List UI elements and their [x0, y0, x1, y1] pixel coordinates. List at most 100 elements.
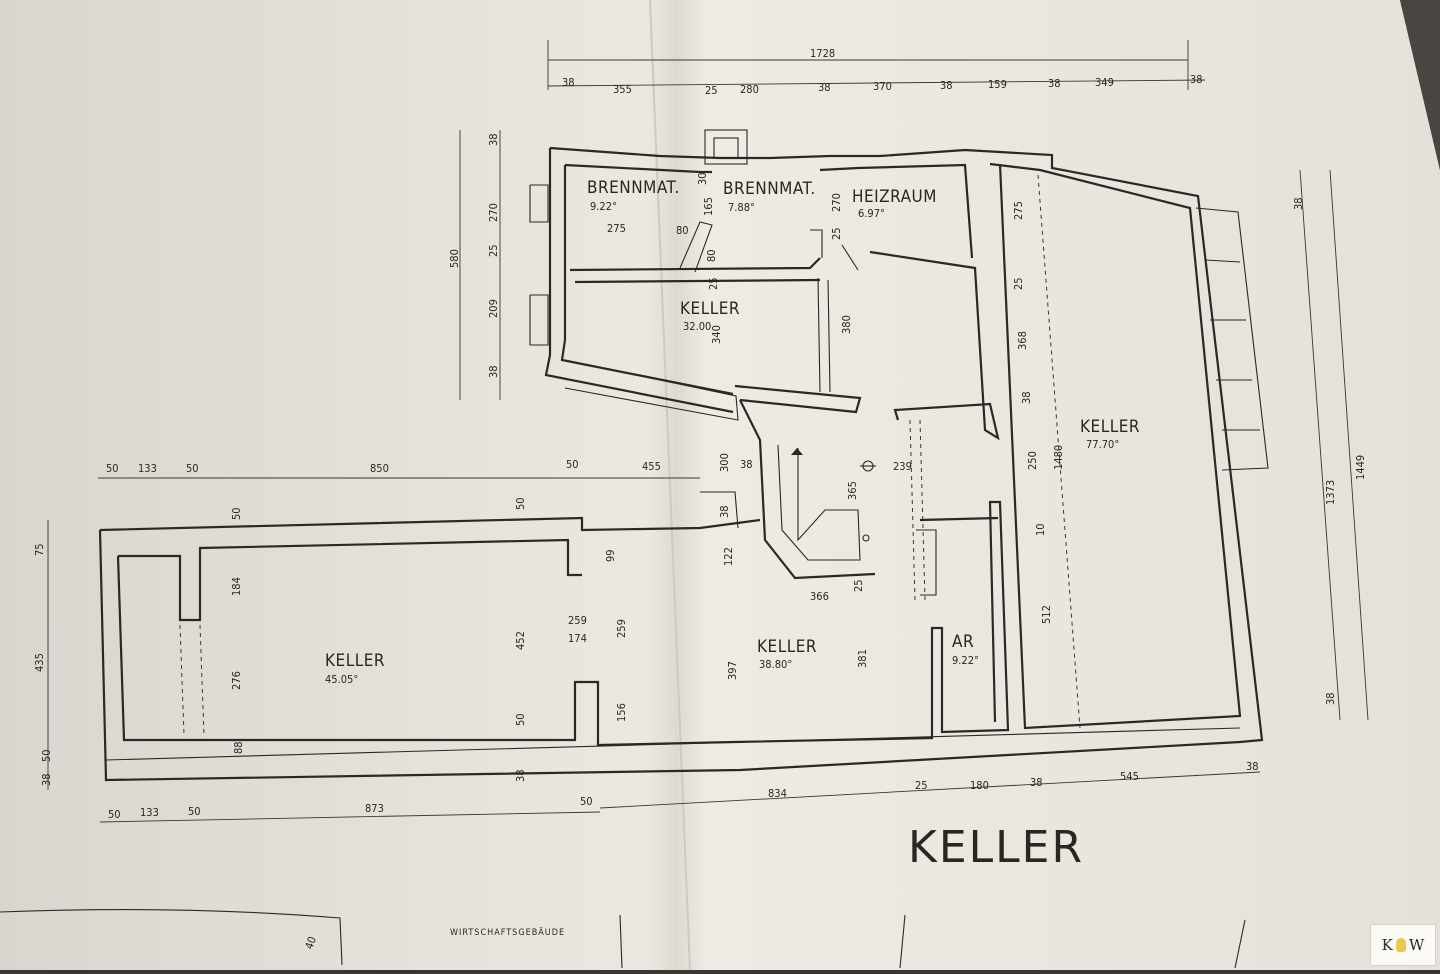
room-area-brennmat-2: 7.88° — [728, 201, 755, 214]
svg-text:184: 184 — [230, 577, 243, 596]
svg-text:275: 275 — [1012, 201, 1025, 220]
svg-text:25: 25 — [1012, 277, 1025, 290]
logo-letter-k: K — [1381, 936, 1393, 954]
svg-text:366: 366 — [810, 590, 829, 603]
svg-text:259: 259 — [615, 619, 628, 638]
svg-text:580: 580 — [448, 249, 461, 268]
dimension-chain-middle: 50 133 50 850 50 455 — [98, 458, 700, 479]
svg-text:50: 50 — [580, 795, 593, 808]
svg-text:50: 50 — [186, 462, 199, 475]
lightbulb-icon — [1395, 938, 1406, 952]
dimension-chain-left-upper: 38 270 25 209 38 580 — [448, 130, 501, 400]
room-area-brennmat-1: 9.22° — [590, 200, 617, 213]
svg-text:25: 25 — [852, 579, 865, 592]
plan-title: KELLER — [908, 822, 1084, 873]
room-name-brennmat-1: BRENNMAT. — [587, 178, 680, 198]
svg-text:259: 259 — [568, 614, 587, 627]
svg-text:368: 368 — [1016, 331, 1029, 350]
room-name-keller-center: KELLER — [680, 299, 740, 319]
svg-text:365: 365 — [846, 481, 859, 500]
svg-text:250: 250 — [1026, 451, 1039, 470]
footer-section: 40 WIRTSCHAFTSGEBÄUDE — [0, 909, 1246, 969]
dim-top-total: 1728 — [810, 47, 835, 60]
svg-text:180: 180 — [970, 779, 989, 792]
svg-text:50: 50 — [106, 462, 119, 475]
svg-text:80: 80 — [676, 224, 689, 237]
svg-text:873: 873 — [365, 802, 384, 815]
svg-text:50: 50 — [514, 713, 527, 726]
room-area-keller-lower: 38.80° — [759, 658, 792, 671]
svg-text:174: 174 — [568, 632, 587, 645]
room-name-heizraum: HEIZRAUM — [852, 187, 937, 207]
room-name-keller-left: KELLER — [325, 651, 385, 671]
dimension-chain-left-lower: 75 435 38 50 — [33, 520, 53, 790]
room-name-ar: AR — [952, 632, 974, 652]
dimension-chain-bottom: 50 133 50 873 50 834 25 180 38 545 38 — [99, 760, 1261, 823]
svg-text:452: 452 — [514, 631, 527, 650]
staircase — [739, 399, 876, 580]
svg-text:381: 381 — [856, 649, 869, 668]
svg-text:80: 80 — [705, 249, 718, 262]
svg-text:1480: 1480 — [1052, 445, 1065, 470]
dim-top-5: 38 — [818, 81, 831, 94]
svg-text:165: 165 — [702, 197, 715, 216]
svg-text:1373: 1373 — [1324, 480, 1337, 505]
paper-fold-line — [649, 0, 691, 971]
svg-text:850: 850 — [370, 462, 389, 475]
room-area-ar: 9.22° — [952, 654, 979, 667]
svg-text:455: 455 — [642, 460, 661, 473]
room-area-keller-right: 77.70° — [1086, 438, 1119, 451]
svg-text:50: 50 — [188, 805, 201, 818]
svg-text:834: 834 — [768, 787, 787, 800]
room-area-keller-left: 45.05° — [325, 673, 358, 686]
footer-dimension: 40 — [303, 935, 320, 951]
svg-text:275: 275 — [607, 222, 626, 235]
svg-text:38: 38 — [514, 769, 527, 782]
dim-top-9: 38 — [1048, 77, 1061, 90]
building-label: WIRTSCHAFTSGEBÄUDE — [450, 927, 565, 938]
svg-text:50: 50 — [514, 497, 527, 510]
inner-dimensions: 275 80 80 165 270 25 380 340 25 275 25 3… — [230, 172, 1065, 782]
svg-text:88: 88 — [232, 741, 245, 754]
dim-top-2: 355 — [613, 83, 632, 96]
dim-top-8: 159 — [988, 78, 1007, 91]
dim-top-7: 38 — [940, 79, 953, 92]
svg-text:435: 435 — [33, 653, 46, 672]
svg-text:38: 38 — [1324, 692, 1337, 705]
svg-text:276: 276 — [230, 671, 243, 690]
room-name-keller-lower: KELLER — [757, 637, 817, 657]
svg-text:10: 10 — [1034, 523, 1047, 536]
svg-text:239: 239 — [893, 460, 912, 473]
svg-text:300: 300 — [718, 453, 731, 472]
svg-text:25: 25 — [830, 227, 843, 240]
svg-text:99: 99 — [604, 549, 617, 562]
svg-text:38: 38 — [1292, 197, 1305, 210]
walls-upper-block — [529, 129, 1269, 744]
svg-text:380: 380 — [840, 315, 853, 334]
svg-text:50: 50 — [566, 458, 579, 471]
svg-text:50: 50 — [230, 507, 243, 520]
svg-text:38: 38 — [487, 365, 500, 378]
room-labels: BRENNMAT. 9.22° BRENNMAT. 7.88° HEIZRAUM… — [325, 178, 1140, 686]
svg-text:122: 122 — [722, 547, 735, 566]
dim-top-3: 25 — [705, 84, 718, 97]
svg-text:50: 50 — [108, 808, 121, 821]
svg-text:38: 38 — [718, 505, 731, 518]
walls-lower-block — [98, 491, 1241, 782]
svg-text:38: 38 — [740, 458, 753, 471]
svg-text:25: 25 — [707, 277, 720, 290]
dim-top-6: 370 — [873, 80, 892, 93]
svg-text:133: 133 — [140, 806, 159, 819]
svg-text:209: 209 — [487, 299, 500, 318]
svg-text:270: 270 — [830, 193, 843, 212]
svg-text:38: 38 — [1030, 776, 1043, 789]
svg-text:512: 512 — [1040, 605, 1053, 624]
svg-text:397: 397 — [726, 661, 739, 680]
svg-text:25: 25 — [915, 779, 928, 792]
dimension-chain-right: 38 1373 1449 38 — [1292, 169, 1369, 721]
svg-text:156: 156 — [615, 703, 628, 722]
dimension-chain-top: 1728 38 355 25 280 38 370 38 159 38 349 … — [547, 40, 1206, 97]
watermark-logo: K W — [1370, 924, 1436, 966]
svg-text:25: 25 — [487, 244, 500, 257]
